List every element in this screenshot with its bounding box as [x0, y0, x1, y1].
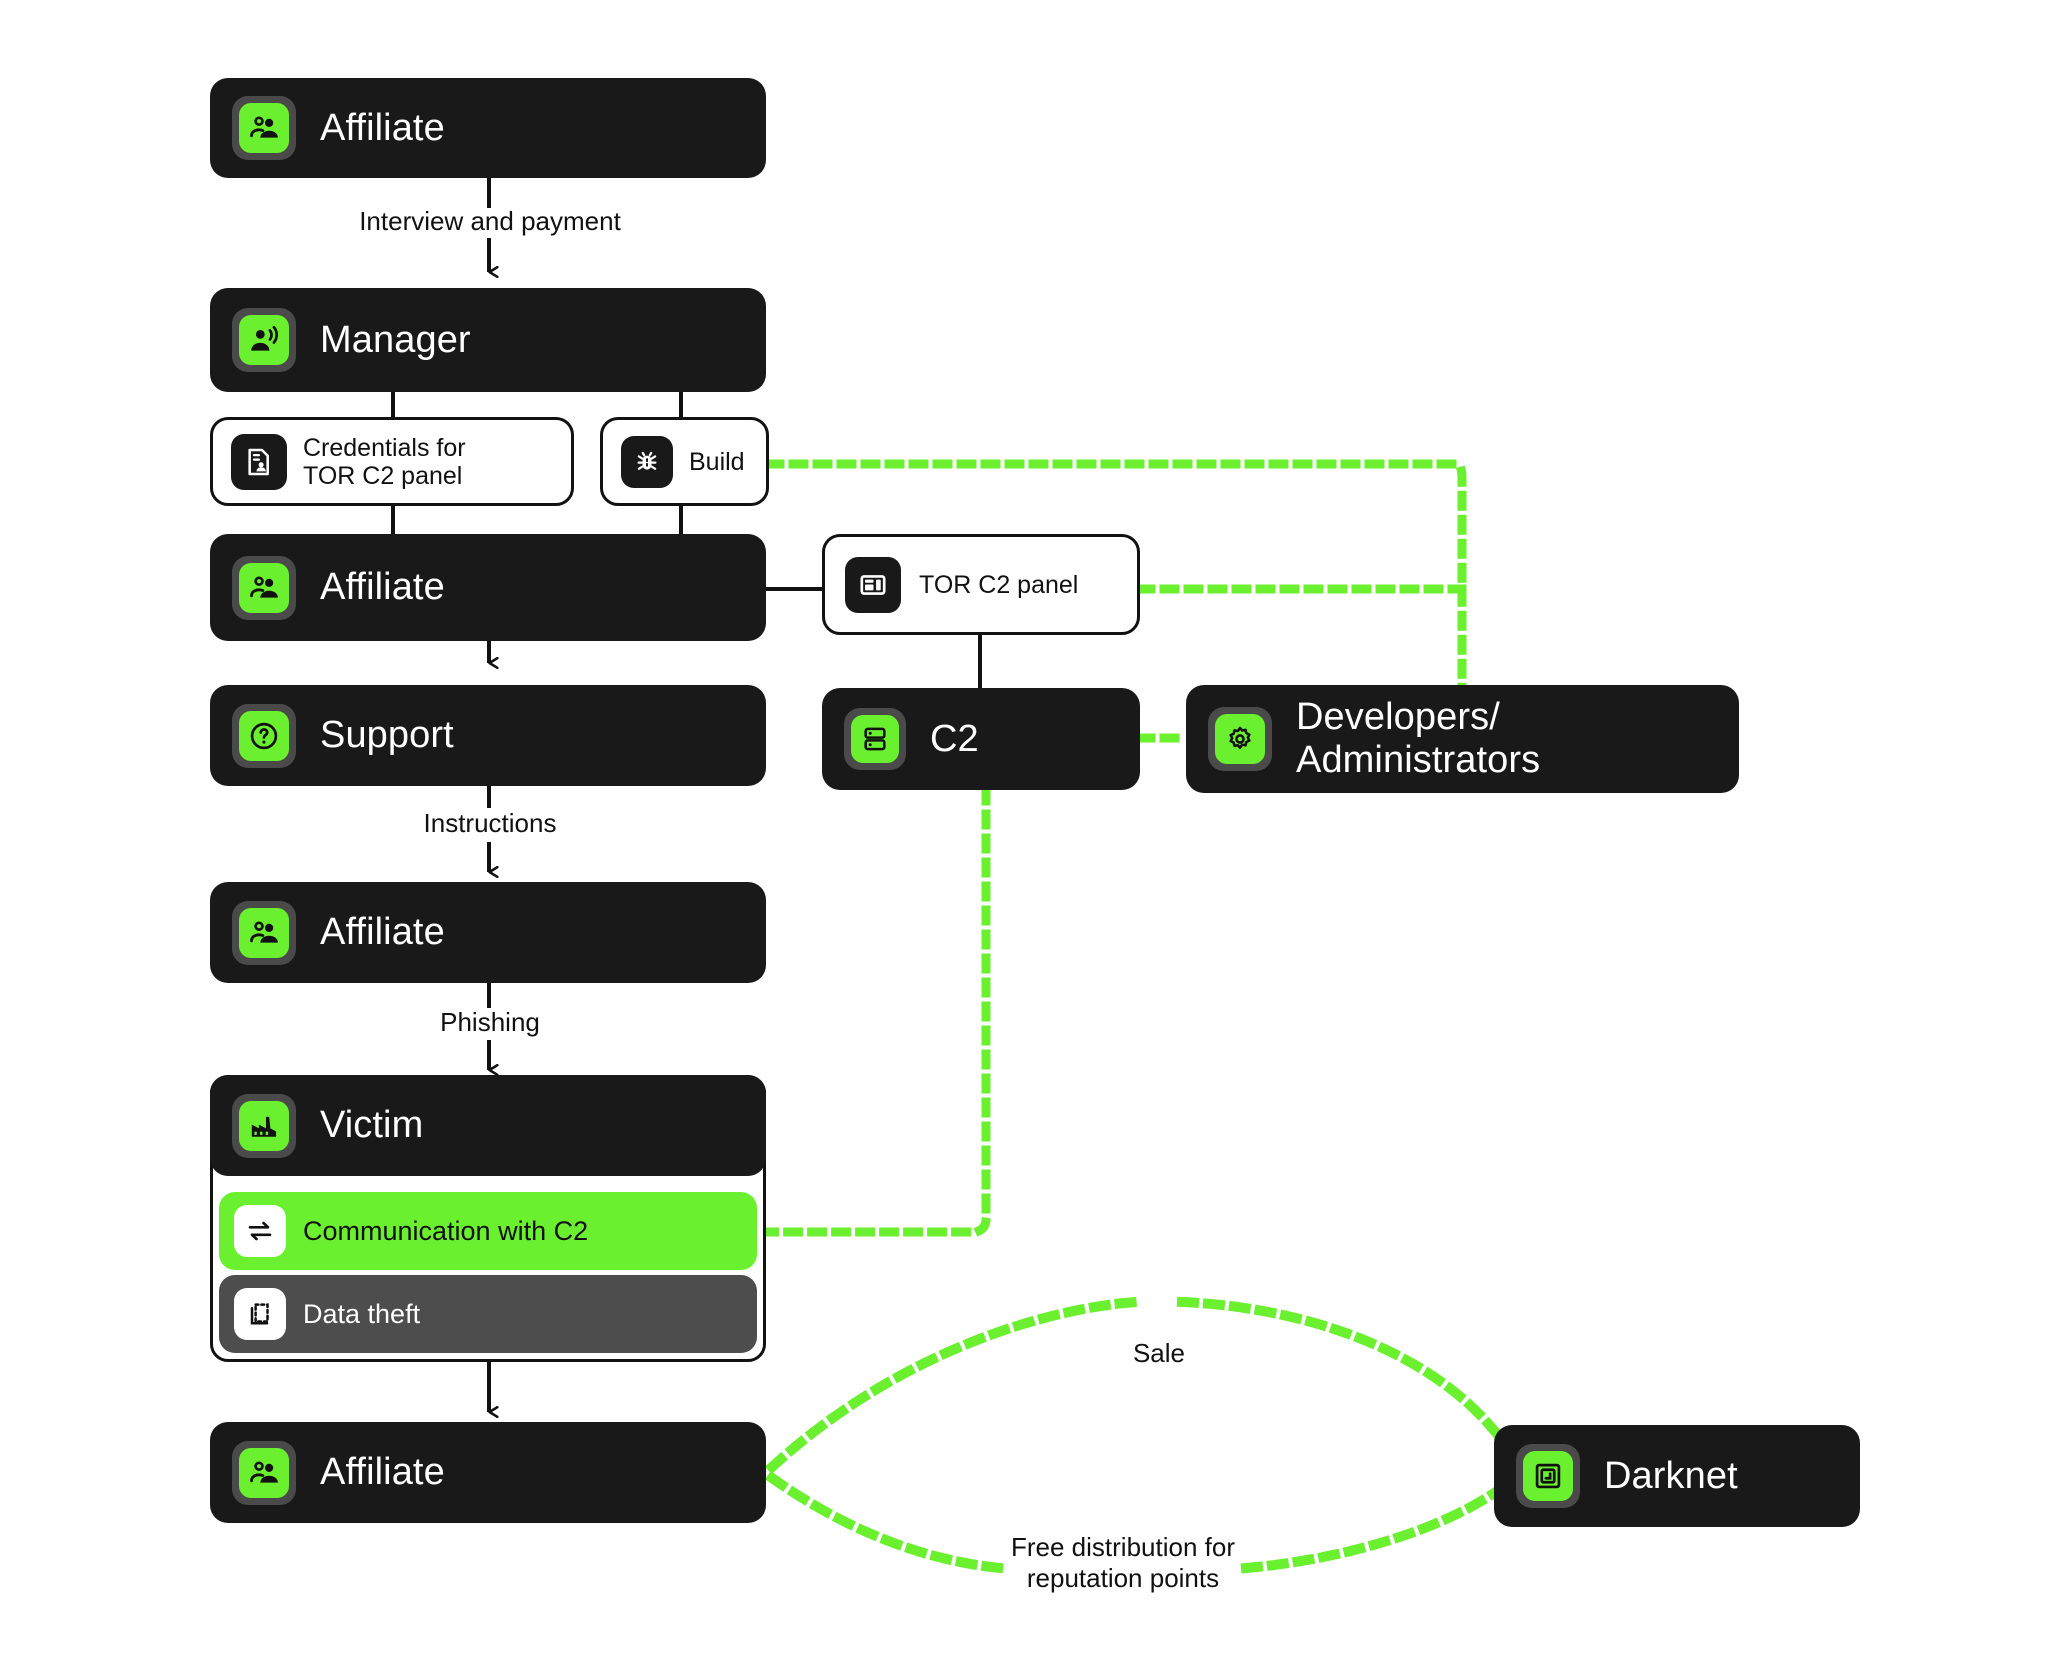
node-data-theft[interactable]: Data theft [219, 1275, 757, 1353]
bug-icon [621, 435, 673, 488]
node-build[interactable]: Build [600, 417, 769, 506]
credential-card-icon [231, 433, 287, 490]
users-icon [232, 555, 296, 620]
node-label: Darknet [1604, 1454, 1738, 1497]
node-label: C2 [930, 717, 979, 760]
node-c2[interactable]: C2 [822, 688, 1140, 790]
node-label: Affiliate [320, 566, 445, 609]
users-icon [232, 96, 296, 160]
node-label: Build [689, 447, 745, 476]
edge-label-instructions: Instructions [423, 808, 557, 838]
panel-layout-icon [845, 556, 901, 613]
factory-icon [232, 1093, 296, 1158]
node-victim[interactable]: Victim [210, 1075, 766, 1176]
node-affiliate-1[interactable]: Affiliate [210, 78, 766, 178]
exchange-arrows-icon [234, 1205, 286, 1257]
node-communication-with-c2[interactable]: Communication with C2 [219, 1192, 757, 1270]
node-credentials[interactable]: Credentials for TOR C2 panel [210, 417, 574, 506]
edge-label-sale: Sale [1132, 1338, 1186, 1368]
node-affiliate-2[interactable]: Affiliate [210, 534, 766, 641]
node-manager[interactable]: Manager [210, 288, 766, 392]
gear-icon [1208, 707, 1272, 771]
node-label: Manager [320, 318, 471, 361]
copy-dashed-icon [234, 1288, 286, 1340]
node-support[interactable]: Support [210, 685, 766, 786]
nested-square-icon [1516, 1444, 1580, 1508]
node-label: TOR C2 panel [919, 570, 1079, 599]
node-affiliate-4[interactable]: Affiliate [210, 1422, 766, 1523]
node-developers-administrators[interactable]: Developers/ Administrators [1186, 685, 1739, 793]
node-label: Affiliate [320, 911, 445, 954]
node-label: Affiliate [320, 106, 445, 149]
node-label: Communication with C2 [303, 1215, 589, 1246]
node-tor-c2-panel[interactable]: TOR C2 panel [822, 534, 1140, 635]
node-label: Affiliate [320, 1451, 445, 1494]
node-label: Victim [320, 1104, 424, 1147]
users-icon [232, 900, 296, 965]
question-circle-icon [232, 703, 296, 768]
node-label: Support [320, 714, 454, 757]
node-affiliate-3[interactable]: Affiliate [210, 882, 766, 983]
user-broadcast-icon [232, 308, 296, 372]
edge-label-phishing: Phishing [440, 1007, 540, 1037]
users-icon [232, 1440, 296, 1505]
node-darknet[interactable]: Darknet [1494, 1425, 1860, 1527]
node-label: Developers/ Administrators [1296, 696, 1541, 781]
server-icon [844, 708, 906, 770]
node-label: Credentials for TOR C2 panel [303, 433, 466, 490]
node-label: Data theft [303, 1298, 421, 1329]
edge-label-free-distribution: Free distribution for reputation points [1011, 1532, 1235, 1594]
edge-label-interview: Interview and payment [359, 206, 621, 236]
